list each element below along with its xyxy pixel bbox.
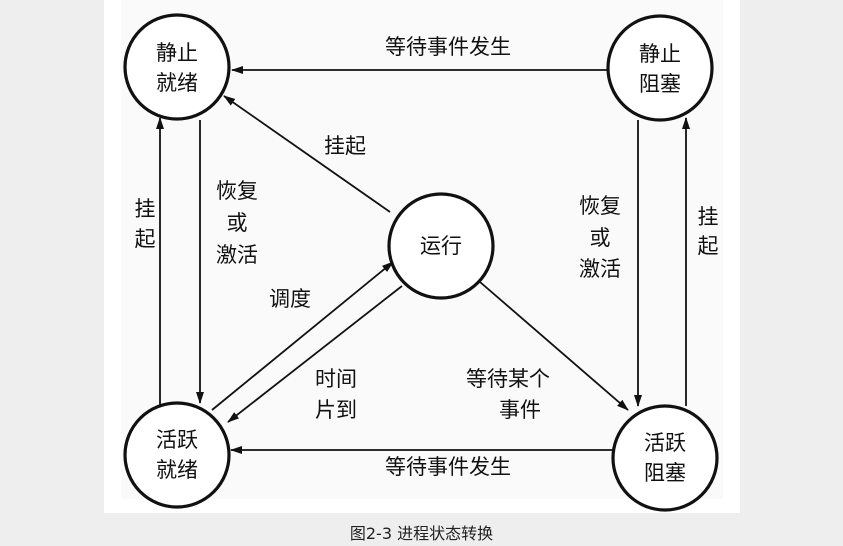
- figure-caption: 图2-3 进程状态转换: [349, 524, 494, 543]
- state-static-ready-circle: [123, 13, 231, 121]
- label-wait-some-event-1: 等待某个: [466, 367, 550, 391]
- label-right-suspend-2: 起: [698, 234, 719, 258]
- arrow-timeslice: [227, 285, 403, 423]
- figure-panel: 静止 就绪 静止 阻塞 运行 活跃 就绪 活跃 阻塞 等待事件发生 挂起 挂 起…: [104, 0, 740, 513]
- label-left-resume-1: 恢复: [216, 179, 258, 203]
- label-right-suspend-1: 挂: [698, 205, 719, 229]
- label-right-resume-1: 恢复: [579, 194, 621, 218]
- label-right-resume-3: 激活: [579, 257, 621, 281]
- label-left-suspend-1: 挂: [135, 197, 156, 221]
- state-active-blocked-line2: 阻塞: [644, 461, 686, 485]
- state-static-ready-line1: 静止: [156, 41, 198, 65]
- state-active-ready-circle: [123, 401, 231, 509]
- label-left-resume-2: 或: [227, 211, 248, 235]
- state-running-label: 运行: [420, 234, 462, 258]
- state-active-blocked-line1: 活跃: [644, 431, 686, 455]
- state-active-ready-line1: 活跃: [156, 428, 198, 452]
- label-left-resume-3: 激活: [216, 243, 258, 267]
- arrow-dispatch: [211, 261, 394, 411]
- state-active-ready-line2: 就绪: [156, 458, 198, 482]
- state-static-ready-line2: 就绪: [156, 71, 198, 95]
- label-dispatch: 调度: [269, 287, 311, 311]
- label-right-resume-2: 或: [590, 226, 611, 250]
- label-timeslice-1: 时间: [315, 367, 357, 391]
- arrow-wait-some-event: [479, 281, 629, 411]
- state-static-blocked-circle: [606, 14, 714, 122]
- state-active-blocked-circle: [611, 404, 719, 512]
- label-wait-some-event-2: 事件: [499, 398, 541, 422]
- label-left-suspend-2: 起: [135, 227, 156, 251]
- state-static-blocked-line2: 阻塞: [639, 72, 681, 96]
- state-running-circle: [387, 192, 495, 300]
- label-run-suspend: 挂起: [324, 134, 366, 158]
- arrow-run-suspend: [223, 95, 391, 213]
- label-bottom-wait-event: 等待事件发生: [385, 455, 511, 479]
- process-state-diagram: 静止 就绪 静止 阻塞 运行 活跃 就绪 活跃 阻塞 等待事件发生 挂起 挂 起…: [121, 0, 723, 512]
- state-static-blocked-line1: 静止: [639, 42, 681, 66]
- label-timeslice-2: 片到: [315, 398, 357, 422]
- label-top-wait-event: 等待事件发生: [385, 35, 511, 59]
